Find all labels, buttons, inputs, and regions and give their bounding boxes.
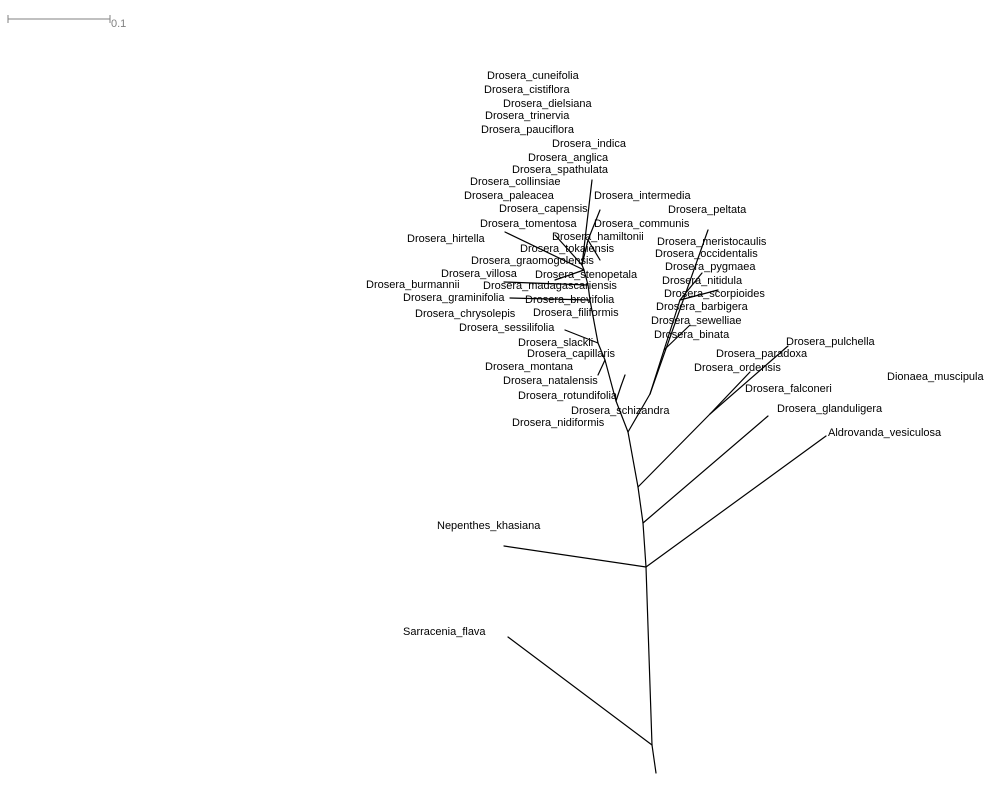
- tree-branch: [509, 297, 591, 301]
- taxon-label: Drosera_ordensis: [694, 362, 781, 374]
- taxon-label: Drosera_binata: [654, 329, 730, 341]
- taxon-label: Drosera_sessilifolia: [459, 322, 555, 334]
- taxon-label: Drosera_brevifolia: [525, 294, 615, 306]
- tree-branch: [581, 239, 589, 266]
- tree-branch: [649, 349, 665, 395]
- tree-branch: [645, 566, 653, 746]
- taxon-label: Sarracenia_flava: [403, 626, 486, 638]
- tree-branch: [663, 299, 681, 351]
- taxon-label: Drosera_graminifolia: [403, 292, 505, 304]
- tree-branch: [554, 234, 583, 266]
- scale-bar: 0.1: [7, 15, 126, 30]
- tree-branch: [597, 359, 606, 376]
- taxon-label: Drosera_natalensis: [503, 375, 598, 387]
- taxon-label: Drosera_tomentosa: [480, 218, 577, 230]
- taxon-label: Drosera_montana: [485, 361, 574, 373]
- taxon-label: Drosera_indica: [552, 138, 627, 150]
- taxon-label: Aldrovanda_vesiculosa: [828, 427, 942, 439]
- tree-branch: [581, 264, 585, 271]
- tree-branch: [642, 522, 647, 568]
- taxon-label: Drosera_filiformis: [533, 307, 619, 319]
- taxon-label: Dionaea_muscipula: [887, 371, 984, 383]
- taxon-label: Drosera_capillaris: [527, 348, 616, 360]
- tree-branch: [507, 636, 653, 746]
- tree-branch: [554, 269, 585, 281]
- tree-branch: [645, 435, 827, 568]
- tree-branch: [663, 324, 691, 351]
- taxon-label: Drosera_falconeri: [745, 383, 832, 395]
- tree-branch: [627, 431, 639, 488]
- tree-branches: [503, 179, 827, 774]
- tree-branch: [503, 281, 589, 286]
- taxon-label: Drosera_paradoxa: [716, 348, 808, 360]
- tree-branch: [503, 545, 647, 568]
- taxon-label: Drosera_cuneifolia: [487, 70, 580, 82]
- taxon-label: Drosera_intermedia: [594, 190, 691, 202]
- taxon-label: Drosera_pygmaea: [665, 261, 756, 273]
- tree-branch: [651, 744, 657, 774]
- taxon-label: Drosera_hirtella: [407, 233, 486, 245]
- tree-branch: [709, 371, 751, 415]
- tree-branch: [581, 179, 593, 266]
- tree-branch: [679, 272, 703, 301]
- tree-branch: [637, 486, 644, 524]
- taxon-label: Drosera_madagascariensis: [483, 280, 617, 292]
- taxon-label: Drosera_barbigera: [656, 301, 749, 313]
- taxon-label: Drosera_slackii: [518, 337, 593, 349]
- tree-branch: [564, 329, 599, 344]
- tree-branch: [620, 374, 626, 387]
- tree-branch: [587, 284, 591, 301]
- tree-branch: [637, 413, 711, 488]
- tree-branch: [587, 239, 601, 261]
- taxon-label: Drosera_hamiltonii: [552, 231, 644, 243]
- taxon-label: Drosera_occidentalis: [655, 248, 758, 260]
- tree-branch: [642, 415, 769, 524]
- tree-branch: [583, 269, 589, 286]
- taxon-label: Drosera_communis: [594, 218, 690, 230]
- taxon-label: Drosera_rotundifolia: [518, 390, 618, 402]
- taxon-label: Drosera_anglica: [528, 152, 609, 164]
- taxon-label: Drosera_chrysolepis: [415, 308, 516, 320]
- taxon-label: Drosera_dielsiana: [503, 98, 593, 110]
- taxon-label: Drosera_trinervia: [485, 110, 570, 122]
- taxon-label: Drosera_burmannii: [366, 279, 460, 291]
- taxon-labels: Drosera_cuneifoliaDrosera_cistifloraDros…: [366, 70, 984, 638]
- taxon-label: Drosera_peltata: [668, 204, 747, 216]
- taxon-label: Drosera_stenopetala: [535, 269, 638, 281]
- tree-branch: [615, 385, 622, 402]
- taxon-label: Drosera_sewelliae: [651, 315, 742, 327]
- tree-branch: [649, 229, 709, 395]
- tree-branch: [589, 299, 599, 344]
- tree-branch: [597, 342, 606, 361]
- scale-bar-label: 0.1: [111, 18, 126, 30]
- taxon-label: Drosera_spathulata: [512, 164, 609, 176]
- taxon-label: Drosera_scorpioides: [664, 288, 765, 300]
- taxon-label: Drosera_glanduligera: [777, 403, 883, 415]
- taxon-label: Drosera_pauciflora: [481, 124, 575, 136]
- taxon-label: Drosera_capensis: [499, 203, 588, 215]
- taxon-label: Nepenthes_khasiana: [437, 520, 541, 532]
- taxon-label: Drosera_cistiflora: [484, 84, 570, 96]
- taxon-label: Drosera_pulchella: [786, 336, 876, 348]
- tree-branch: [615, 400, 629, 433]
- taxon-label: Drosera_graomogolensis: [471, 255, 594, 267]
- taxon-label: Drosera_nidiformis: [512, 417, 605, 429]
- tree-branch: [627, 393, 651, 433]
- taxon-label: Drosera_nitidula: [662, 275, 743, 287]
- tree-branch: [709, 345, 789, 415]
- taxon-label: Drosera_schizandra: [571, 405, 670, 417]
- taxon-label: Drosera_paleacea: [464, 190, 555, 202]
- tree-branch: [504, 231, 585, 271]
- tree-branch: [679, 289, 719, 301]
- taxon-label: Drosera_collinsiae: [470, 176, 561, 188]
- taxon-label: Drosera_tokaiensis: [520, 243, 615, 255]
- tree-branch: [604, 359, 617, 402]
- taxon-label: Drosera_meristocaulis: [657, 236, 767, 248]
- tree-branch: [587, 209, 601, 241]
- taxon-label: Drosera_villosa: [441, 268, 518, 280]
